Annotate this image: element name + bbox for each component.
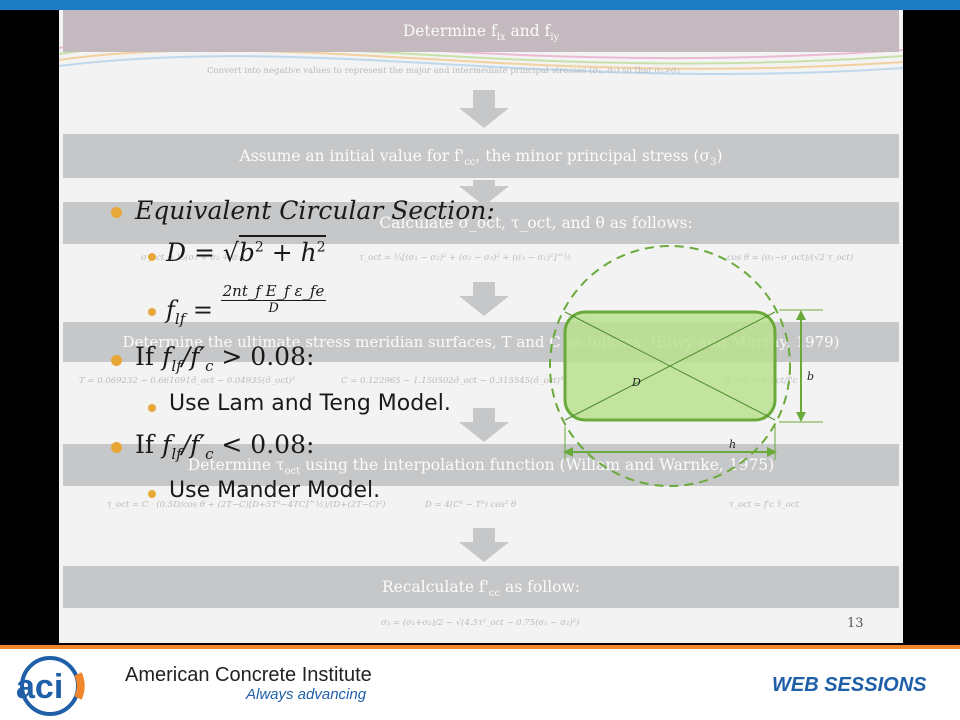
top-accent-bar (0, 0, 960, 10)
eq-D-sq1: 2 (254, 239, 264, 256)
step6-eq: σ₃ = (σ₁+σ₂)/2 − √(4.5τ²_oct − 0.75(σ₁ −… (381, 618, 580, 628)
cond2-sub2: c (205, 445, 214, 463)
step2-sub1: cc (464, 157, 476, 169)
organization-tagline: Always advancing (246, 686, 367, 703)
section-diagram: D b h (549, 245, 823, 487)
step5-eq3: τ_oct = f'c τ̄_oct (729, 500, 799, 510)
eq-flf-den: D (268, 301, 279, 316)
step3-box: Calculate σ_oct, τ_oct, and θ as follows… (63, 202, 899, 244)
step6-post: as follow: (500, 578, 580, 596)
bullet-icon (148, 490, 156, 498)
cond1-pre: If (135, 342, 163, 371)
label-b: b (807, 370, 814, 383)
bullet-icon (148, 404, 156, 412)
label-D: D (631, 376, 641, 389)
eq-D-plus: + (263, 238, 301, 267)
step3-eq3: cos θ = (σ₁−σ_oct)/(√2 τ_oct) (727, 253, 854, 263)
eq-D-b: b (238, 238, 255, 267)
aci-logo: aci (16, 656, 85, 716)
bullet-icon (111, 207, 122, 218)
step6-box: Recalculate f'cc as follow: (63, 566, 899, 608)
arrowhead-icon (796, 412, 806, 422)
footer (0, 649, 960, 720)
cond2-post: < 0.08: (213, 430, 315, 459)
cond1-sub: lf (171, 357, 182, 375)
bullet-icon (111, 442, 122, 453)
step5-post: using the interpolation function (Willam… (300, 456, 775, 474)
step1-sub2: ly (550, 32, 560, 44)
step1-note: Convert into negative values to represen… (207, 66, 681, 76)
eq-flf-eq: = (185, 296, 221, 324)
step6-sub: cc (488, 588, 501, 600)
step5-pre: Determine τ (187, 456, 285, 474)
bullet-icon (148, 253, 156, 261)
step5-eq1: τ_oct = C · (0.5D/cos θ + (2T−C)[D+5T²−4… (107, 500, 386, 510)
cond1-sub2: c (205, 357, 214, 375)
footer-accent-line (0, 645, 960, 649)
section-heading: Equivalent Circular Section: (135, 196, 495, 225)
step2-end: ) (716, 147, 723, 165)
step1-sub1: lx (496, 32, 506, 44)
cond2-f: f (162, 430, 172, 459)
step5-eq2: D = 4(C² − T²) cos² θ (425, 500, 517, 510)
eq-flf-sub: lf (174, 309, 186, 328)
eq-D-lhs: D (166, 238, 187, 267)
step4-eq1: T = 0.069232 − 0.661091σ̄_oct − 0.04935(… (79, 376, 296, 386)
logo-text: aci (16, 668, 63, 706)
cond2-pre: If (135, 430, 163, 459)
bullet-icon (148, 308, 156, 316)
step3-eq1: σ_oct = ⅓(σ₁ + σ₂ + σ₃) (141, 253, 245, 263)
condition-1: If flf/f′c > 0.08: (135, 342, 314, 375)
cond1-f: f (162, 342, 172, 371)
cond1-post: > 0.08: (213, 342, 315, 371)
bullet-icon (111, 355, 122, 366)
equation-D: D = √b2 + h2 (166, 235, 326, 267)
diagonal-line (564, 311, 776, 421)
slide: Determine flx and fly Convert into negat… (59, 10, 903, 643)
eq-flf-f: f (166, 296, 175, 324)
step1-box: Determine flx and fly (63, 10, 899, 52)
step2-box: Assume an initial value for f'cc, the mi… (63, 134, 899, 178)
label-h: h (729, 438, 736, 451)
cond1-mid: /f′ (181, 342, 206, 371)
step3-eq2: τ_oct = ⅓[(σ₁ − σ₂)² + (σ₂ − σ₃)² + (σ₃ … (359, 253, 573, 263)
step5-box: Determine τoct using the interpolation f… (63, 444, 899, 486)
eq-flf-num: 2nt_f E_f ε_fe (220, 282, 327, 301)
arrowhead-icon (796, 310, 806, 320)
condition-2-result: Use Mander Model. (169, 478, 381, 503)
web-sessions-label: WEB SESSIONS (772, 674, 927, 696)
step2-sub2: 3 (710, 157, 717, 169)
condition-2: If flf/f′c < 0.08: (135, 430, 314, 463)
arrowhead-icon (767, 447, 777, 457)
step4-eq2: C = 0.122965 − 1.150502σ̄_oct − 0.315545… (341, 376, 564, 386)
page-number: 13 (847, 616, 864, 631)
condition-1-result: Use Lam and Teng Model. (169, 391, 451, 416)
organization-name: American Concrete Institute (125, 664, 372, 686)
step2-pre: Assume an initial value for f' (239, 147, 465, 165)
eq-D-eq: = √ (186, 238, 239, 267)
eq-D-sq2: 2 (316, 239, 326, 256)
step1-mid: and f (505, 22, 551, 40)
step3-label: Calculate σ_oct, τ_oct, and θ as follows… (379, 214, 693, 232)
cond2-sub: lf (171, 445, 182, 463)
step6-pre: Recalculate f' (382, 578, 489, 596)
step2-post: , the minor principal stress (σ (475, 147, 711, 165)
step5-sub: oct (284, 466, 301, 478)
equivalent-circle (549, 245, 791, 487)
cond2-mid: /f′ (181, 430, 206, 459)
step1-pre: Determine f (402, 22, 497, 40)
eq-D-h: h (300, 238, 317, 267)
arrowhead-icon (563, 447, 573, 457)
